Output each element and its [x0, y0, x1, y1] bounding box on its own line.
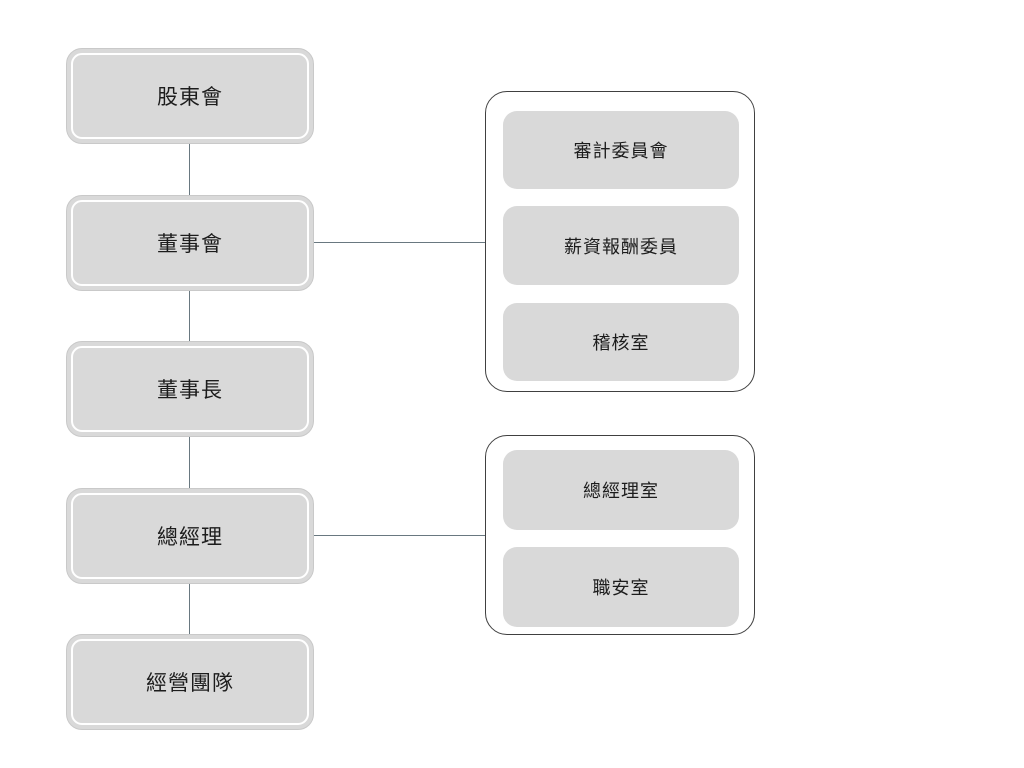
org-node-label: 董事長 [157, 379, 223, 402]
org-node-chairman: 董事長 [66, 341, 314, 437]
group-board-committees: 審計委員會 薪資報酬委員 稽核室 [485, 91, 755, 392]
connector-chairman-gm [189, 437, 190, 488]
org-node-general-manager: 總經理 [66, 488, 314, 584]
org-node-label: 審計委員會 [573, 141, 669, 161]
connector-gm-offices-group [314, 535, 485, 536]
org-node-shareholders-meeting: 股東會 [66, 48, 314, 144]
connector-gm-team [189, 584, 190, 634]
group-item-audit-office: 稽核室 [503, 303, 739, 381]
org-node-board-of-directors: 董事會 [66, 195, 314, 291]
connector-board-chairman [189, 291, 190, 341]
group-gm-offices: 總經理室 職安室 [485, 435, 755, 635]
group-item-compensation-committee: 薪資報酬委員 [503, 206, 739, 285]
connector-board-committees-group [314, 242, 485, 243]
org-node-management-team: 經營團隊 [66, 634, 314, 730]
group-item-occupational-safety-office: 職安室 [503, 547, 739, 627]
group-item-general-manager-office: 總經理室 [503, 450, 739, 530]
org-node-label: 稽核室 [592, 333, 650, 353]
org-node-label: 股東會 [157, 86, 223, 109]
group-item-audit-committee: 審計委員會 [503, 111, 739, 189]
org-node-label: 總經理 [157, 526, 223, 549]
org-node-label: 經營團隊 [146, 672, 234, 695]
connector-shareholders-board [189, 144, 190, 195]
org-node-label: 薪資報酬委員 [564, 236, 678, 257]
org-node-label: 職安室 [592, 578, 650, 598]
org-node-label: 董事會 [157, 233, 223, 256]
org-node-label: 總經理室 [583, 481, 659, 501]
